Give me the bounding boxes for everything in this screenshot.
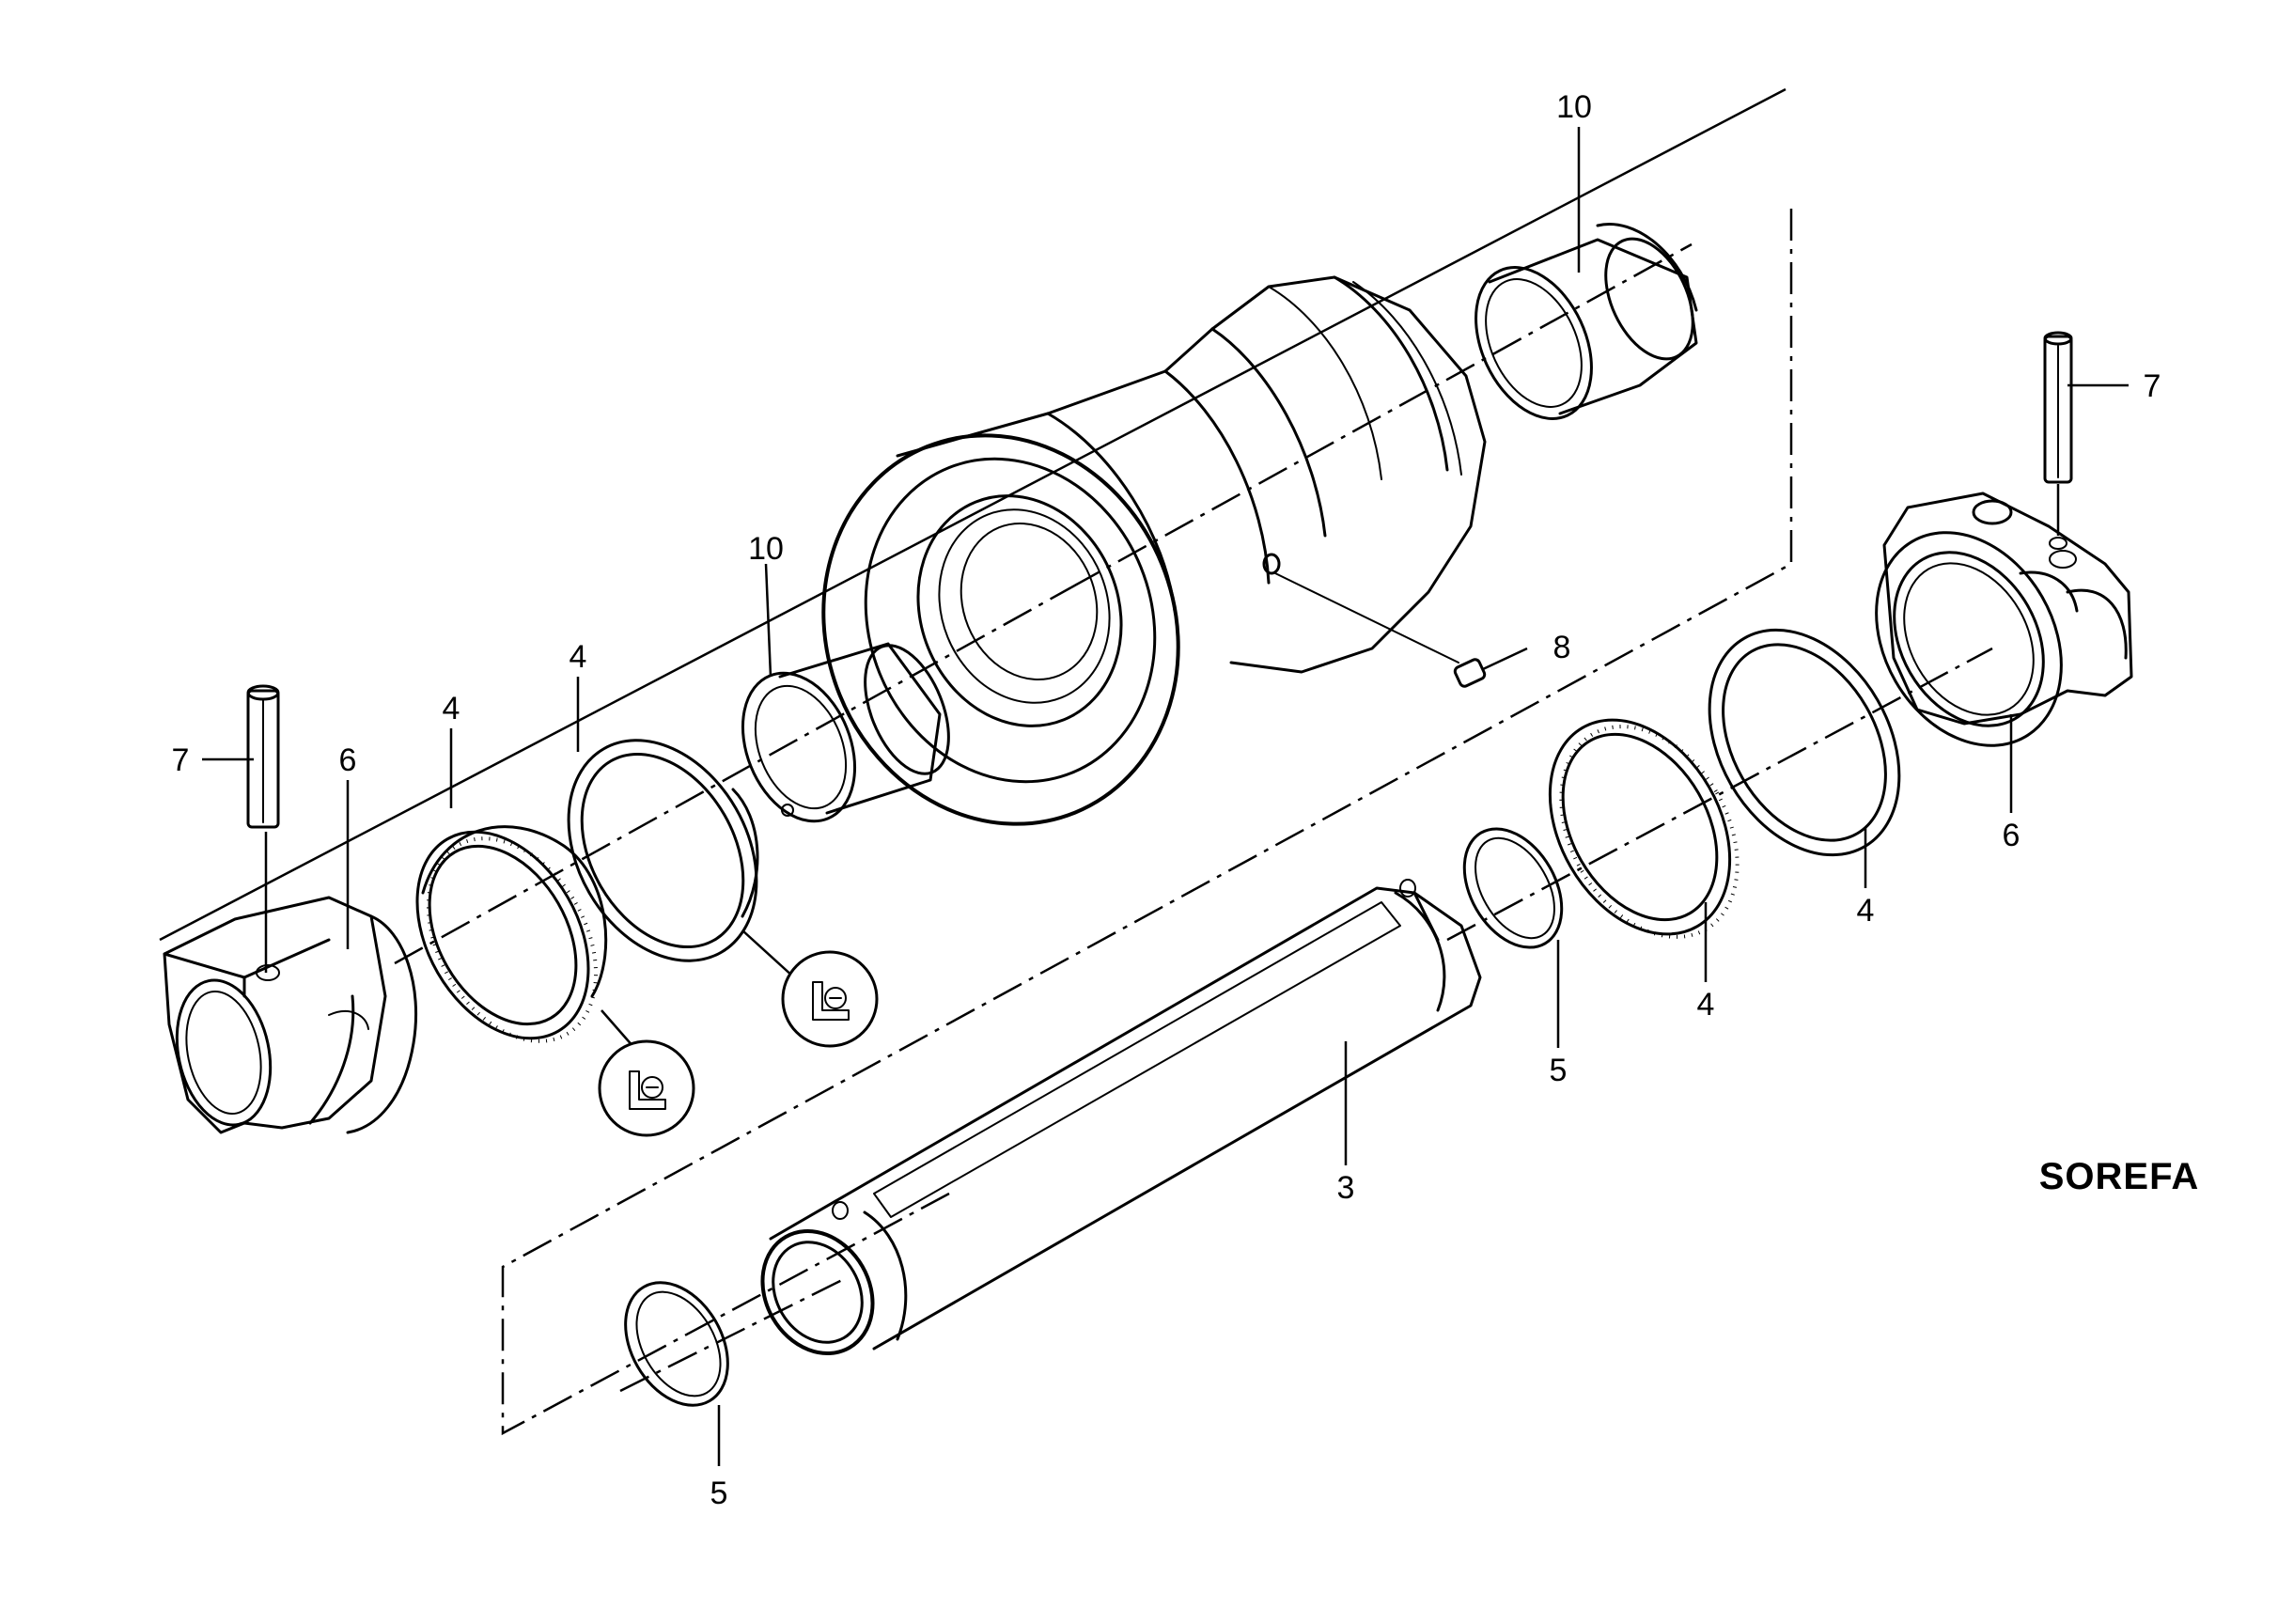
- callout-3: 3: [1337, 1170, 1355, 1206]
- floating-seal-right-a: [1548, 718, 1740, 982]
- callout-5-a: 5: [710, 1476, 728, 1511]
- seal-lubricate-icon: [598, 1039, 695, 1137]
- floating-seal-left-b: [567, 739, 759, 962]
- callout-6-left: 6: [339, 742, 357, 778]
- bushing-left: [741, 642, 950, 823]
- pin-right: [2043, 331, 2073, 550]
- callout-4-a: 4: [443, 691, 460, 726]
- shaft: [760, 879, 1482, 1355]
- plug: [1274, 572, 1528, 688]
- pin-left: [246, 684, 280, 973]
- snap-ring-right: [1462, 827, 1564, 1048]
- leaders-left: [202, 127, 2129, 1049]
- snap-ring-left: [624, 1281, 729, 1466]
- callout-10-mid: 10: [748, 531, 784, 567]
- callout-4-b: 4: [570, 639, 587, 675]
- end-collar-left: [163, 896, 418, 1134]
- assembly-axis: [159, 87, 1993, 1436]
- callout-8: 8: [1553, 630, 1571, 665]
- callout-7-left: 7: [172, 742, 190, 778]
- roller-body: [821, 275, 1487, 826]
- callout-4-d: 4: [1857, 893, 1875, 929]
- end-collar-right: [1882, 492, 2133, 726]
- seal-right-outer: [1875, 531, 2063, 747]
- brand-label: SOREFA: [2039, 1156, 2199, 1197]
- callout-4-c: 4: [1697, 987, 1715, 1023]
- callout-6-right: 6: [2003, 818, 2021, 853]
- callout-10-top: 10: [1556, 89, 1592, 125]
- seal-lubricate-icon: [781, 950, 879, 1048]
- floating-seal-left-a: [415, 825, 608, 1043]
- callout-7-right: 7: [2144, 368, 2161, 404]
- floating-seal-right-b: [1708, 628, 1901, 888]
- callout-5-b: 5: [1550, 1053, 1568, 1088]
